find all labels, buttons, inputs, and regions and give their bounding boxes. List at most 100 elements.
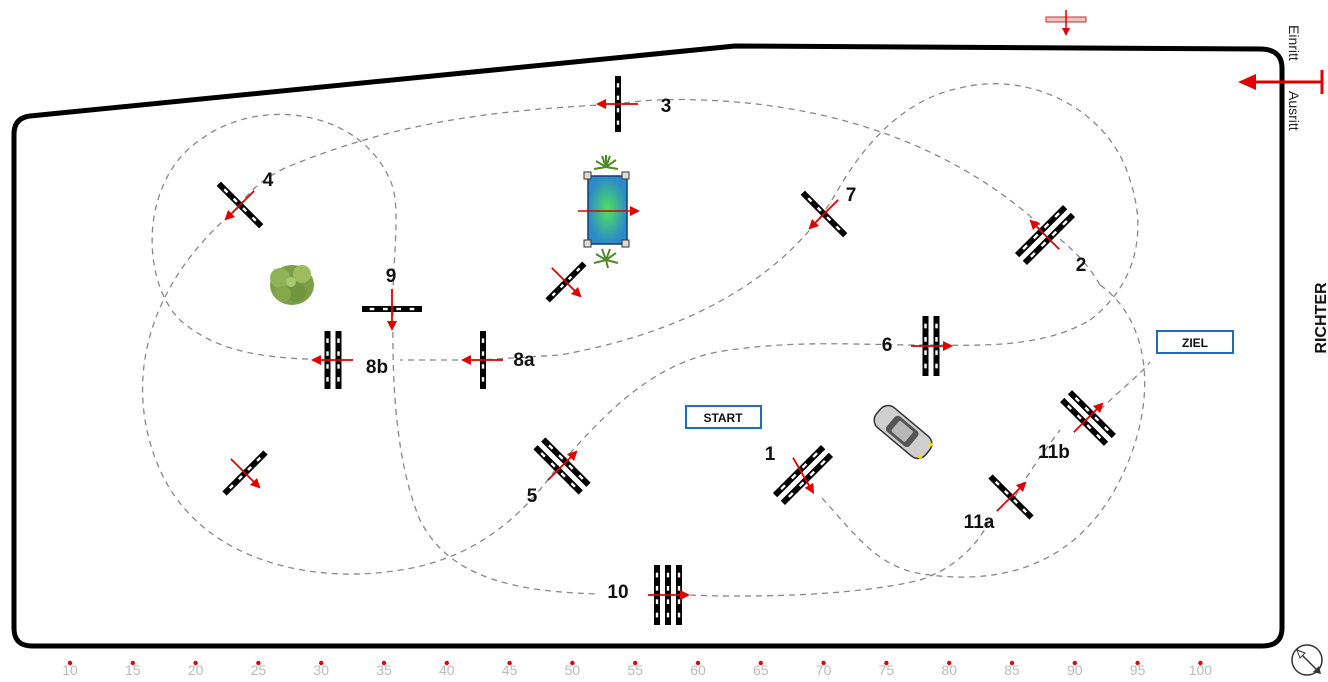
scale-tick-label: 15 [125, 662, 141, 678]
scale-dot [1198, 660, 1203, 666]
scale-dot [381, 660, 387, 666]
scale-dot [821, 660, 826, 666]
scale-tick-label: 20 [188, 662, 204, 678]
obstacle-label-8b: 8b [366, 357, 388, 378]
scale-dot [1009, 660, 1015, 666]
obstacle-layer [216, 76, 1116, 625]
scale-dot [947, 660, 952, 666]
scale-tick-label: 25 [251, 662, 267, 678]
scale-dot [1135, 660, 1140, 666]
obstacle-label-8a: 8a [513, 350, 535, 371]
scale-dot [1072, 660, 1078, 666]
scale-tick-label: 65 [753, 662, 769, 678]
obstacle-10-arrow [648, 590, 690, 600]
scale-dot [758, 660, 763, 666]
rail [780, 452, 834, 506]
scale-tick-label: 90 [1067, 662, 1083, 678]
scale-tick-label: 45 [502, 662, 518, 678]
scale-tick-label: 70 [816, 662, 832, 678]
obstacle-label-9: 9 [386, 266, 397, 287]
scale-tick-label: 55 [627, 662, 643, 678]
obstacle-extra-2-arrow [230, 458, 261, 489]
scale-dot [319, 660, 324, 666]
obstacle-label-10: 10 [607, 582, 628, 603]
arena-border [11, 43, 1285, 649]
obstacle-5 [533, 437, 591, 495]
entry-exit-marker: Einritt Ausritt [1238, 25, 1324, 131]
scale-tick-label: 30 [313, 662, 329, 678]
obstacle-11a [988, 474, 1034, 520]
scale-tick-label: 75 [879, 662, 895, 678]
scale-tick-label: 80 [941, 662, 957, 678]
plant-icon [593, 248, 619, 269]
obstacle-9 [362, 289, 422, 331]
obstacle-6 [911, 316, 953, 376]
obstacle-8a-arrow [461, 355, 503, 365]
obstacle-1 [772, 444, 834, 506]
obstacle-label-1: 1 [765, 444, 776, 465]
gate-marker [1045, 10, 1087, 36]
scale-dot [570, 660, 575, 666]
obstacle-3-arrow [596, 99, 638, 109]
scale-dot [507, 660, 512, 666]
scale-dot [444, 660, 449, 666]
obstacle-3 [596, 76, 638, 132]
obstacle-8a [461, 331, 503, 389]
rail [772, 444, 826, 498]
obstacle-extra-2 [222, 450, 268, 496]
plant-icon [593, 155, 619, 170]
exit-label: Ausritt [1286, 91, 1302, 131]
finish-box: ZIEL [1156, 330, 1234, 354]
entry-label: Einritt [1286, 25, 1302, 61]
water-obstacle [578, 171, 640, 248]
car-icon [873, 404, 933, 460]
obstacle-label-7: 7 [846, 185, 857, 206]
obstacle-2-arrow [1029, 219, 1060, 250]
obstacle-8b-arrow [311, 355, 353, 365]
scale-dot [633, 660, 638, 666]
obstacle-4 [216, 181, 264, 229]
scale-dot [884, 660, 889, 666]
obstacle-6-arrow [911, 341, 953, 351]
obstacle-1-rails [772, 444, 834, 506]
scale-tick-label: 95 [1130, 662, 1146, 678]
scale-tick-label: 10 [62, 662, 78, 678]
obstacle-label-11b: 11b [1038, 442, 1070, 463]
obstacle-9-arrow [387, 289, 397, 331]
scale-dot [256, 660, 261, 666]
obstacle-11b [1060, 390, 1116, 446]
obstacle-label-4: 4 [263, 170, 274, 191]
judge-label: RICHTER [1313, 282, 1328, 354]
route-path [141, 83, 1151, 597]
compass-icon [1291, 644, 1323, 676]
obstacle-4-arrow [224, 190, 255, 221]
obstacle-1-arrow [792, 457, 814, 495]
scale-dot [67, 660, 73, 666]
obstacle-label-3: 3 [661, 96, 672, 117]
scale-dot [695, 660, 701, 666]
obstacle-label-2: 2 [1076, 255, 1087, 276]
obstacle-extra-1 [545, 261, 587, 303]
scale-tick-label: 100 [1189, 662, 1213, 678]
start-label: START [703, 411, 743, 425]
obstacle-7 [800, 190, 848, 238]
scale-tick-label: 50 [565, 662, 581, 678]
obstacle-11b-arrow [1073, 402, 1104, 433]
start-box: START [685, 405, 762, 429]
scale-tick-label: 85 [1004, 662, 1020, 678]
scale-tick-label: 40 [439, 662, 455, 678]
obstacle-8b [311, 331, 353, 389]
bush-icon [270, 265, 314, 305]
obstacle-10 [648, 565, 690, 625]
scale-dot [193, 660, 198, 666]
scale-tick-label: 60 [690, 662, 706, 678]
distance-scale: 10 15 20 25 30 35 40 45 50 55 60 65 70 75 80 85 90 95 100 [62, 660, 1213, 678]
obstacle-label-5: 5 [527, 486, 538, 507]
obstacle-2 [1014, 204, 1076, 266]
obstacle-label-11a: 11a [964, 512, 995, 533]
scale-dot [130, 660, 135, 666]
scale-tick-label: 35 [376, 662, 392, 678]
obstacle-label-6: 6 [882, 335, 893, 356]
finish-label: ZIEL [1182, 336, 1208, 350]
